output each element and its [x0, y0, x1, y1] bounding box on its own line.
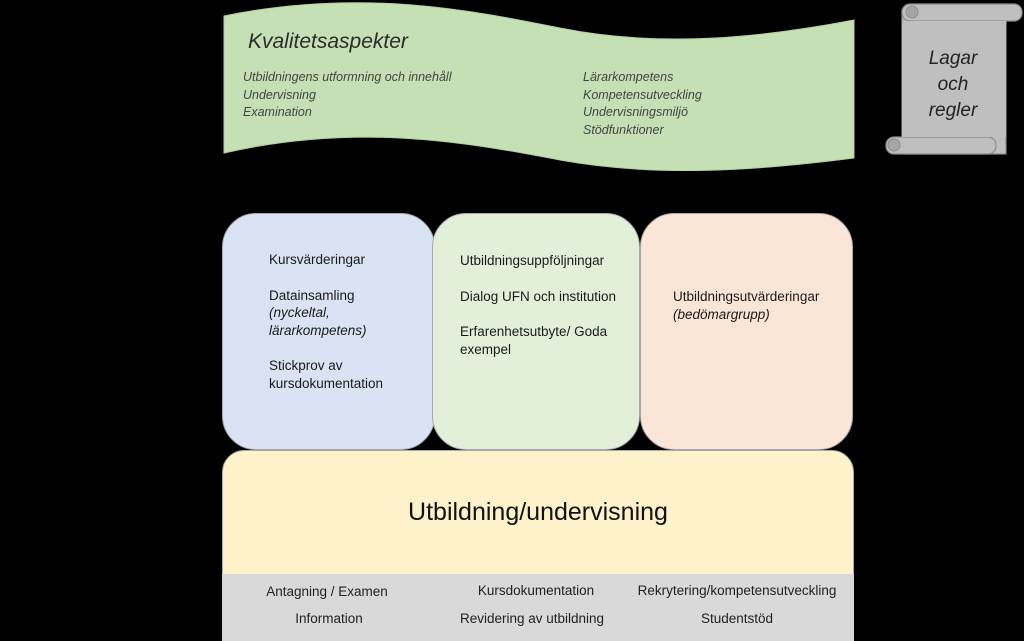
course-evaluation-text: Kursvärderingar Datainsamling(nyckeltal,… — [269, 251, 419, 410]
strip-item: Information — [295, 611, 363, 626]
laws-line-2: och — [937, 74, 969, 95]
laws-scroll — [885, 3, 1023, 155]
data-collection-label: Datainsamling(nyckeltal, lärarkompetens) — [269, 287, 367, 338]
program-evaluations-label: Utbildningsutvärderingar(bedömargrupp) — [673, 289, 820, 322]
followups-label: Utbildningsuppföljningar — [460, 253, 605, 268]
quality-right-item: Lärarkompetens — [583, 70, 674, 84]
strip-item: Antagning / Examen — [266, 584, 388, 599]
program-followup-text: Utbildningsuppföljningar Dialog UFN och … — [460, 252, 630, 376]
strip-item: Rekrytering/kompetensutveckling — [637, 583, 837, 598]
quality-banner-wave — [223, 2, 855, 172]
quality-right-item: Stödfunktioner — [583, 122, 664, 137]
course-evaluation-box — [222, 213, 435, 450]
quality-title: Kvalitetsaspekter — [248, 30, 408, 53]
strip-item: Revidering av utbildning — [459, 611, 605, 626]
quality-right-item: Undervisningsmiljö — [583, 105, 688, 119]
quality-right-list: Lärarkompetens Kompetensutveckling Under… — [583, 69, 702, 139]
quality-left-item: Undervisning — [243, 87, 316, 102]
strip-item: Kursdokumentation — [477, 583, 595, 598]
support-strip — [222, 574, 854, 641]
quality-right-item: Kompetensutveckling — [583, 87, 702, 102]
laws-scroll-label: Lagar och regler — [900, 46, 1006, 124]
quality-left-item: Examination — [243, 105, 312, 119]
laws-line-1: Lagar — [928, 48, 978, 69]
program-evaluation-box — [640, 213, 853, 450]
quality-left-item: Utbildningens utformning och innehåll — [243, 70, 452, 84]
course-evaluations-label: Kursvärderingar — [269, 252, 366, 267]
strip-item: Studentstöd — [700, 611, 774, 626]
education-title: Utbildning/undervisning — [408, 498, 668, 526]
quality-left-list: Utbildningens utformning och innehåll Un… — [243, 69, 451, 122]
dialog-label: Dialog UFN och institution — [460, 288, 617, 304]
experience-exchange-label: Erfarenhetsutbyte/ Goda exempel — [460, 324, 608, 357]
program-evaluation-text: Utbildningsutvärderingar(bedömargrupp) — [673, 288, 843, 341]
laws-line-3: regler — [928, 100, 978, 121]
sample-docs-label: Stickprov av kursdokumentation — [269, 358, 384, 391]
program-followup-box — [432, 213, 640, 450]
